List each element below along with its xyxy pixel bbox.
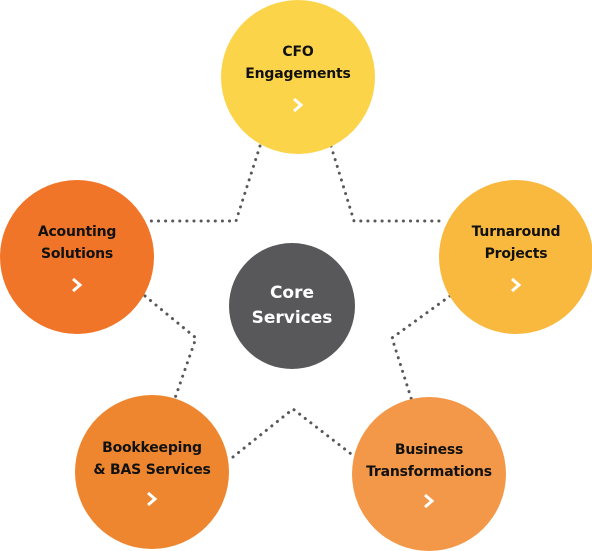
- chevron-right-icon: [511, 277, 522, 293]
- service-label-line1: Turnaround: [471, 224, 561, 240]
- connector-cfo-right: [329, 144, 447, 223]
- dotted-star-outline: [143, 144, 452, 459]
- chevron-right-icon: [147, 491, 158, 507]
- connector-cfo-left: [148, 144, 262, 223]
- service-node-cfo-engagements[interactable]: CFO Engagements: [221, 0, 375, 154]
- connector-accounting-bookkeeping: [143, 294, 198, 403]
- service-node-bookkeeping-bas[interactable]: Bookkeeping & BAS Services: [75, 395, 229, 549]
- connector-turnaround-business: [390, 294, 452, 403]
- service-node-business-transformations[interactable]: Business Transformations: [352, 397, 506, 551]
- service-node-turnaround-projects[interactable]: Turnaround Projects: [439, 180, 592, 334]
- core-label-line1: Core: [269, 283, 315, 303]
- service-label-line2: Projects: [484, 246, 548, 262]
- chevron-right-icon: [72, 277, 83, 293]
- chevron-right-icon: [293, 97, 304, 113]
- service-label-line2: & BAS Services: [93, 462, 211, 478]
- service-label-line1: Bookkeeping: [102, 440, 202, 456]
- service-label-line1: Business: [394, 442, 464, 458]
- chevron-right-icon: [424, 493, 435, 509]
- service-label-line1: CFO: [282, 44, 314, 60]
- service-label-line1: Acounting: [37, 224, 117, 240]
- service-label-line2: Solutions: [40, 246, 114, 262]
- service-label-line2: Engagements: [245, 66, 351, 82]
- service-label-line2: Transformations: [366, 464, 492, 480]
- core-services-center-node: Core Services: [229, 243, 355, 369]
- core-label-line2: Services: [251, 308, 333, 328]
- connector-bookkeeping-business: [231, 407, 357, 459]
- core-services-label: Core Services: [252, 281, 333, 331]
- service-node-accounting-solutions[interactable]: Acounting Solutions: [0, 180, 154, 334]
